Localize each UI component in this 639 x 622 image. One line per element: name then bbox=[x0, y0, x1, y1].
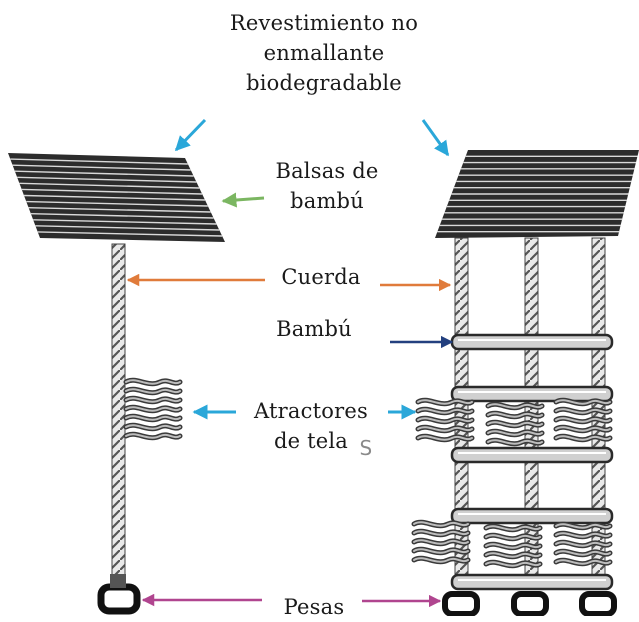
left-weight bbox=[97, 583, 141, 615]
left-bamboo-raft bbox=[8, 153, 225, 242]
label-balsas-de-bambu: Balsas de bambú bbox=[275, 159, 379, 213]
arrow-balsas-left bbox=[221, 192, 265, 208]
right-bamboo-raft bbox=[435, 150, 639, 238]
arrow-revestimiento-right bbox=[421, 119, 450, 157]
label-revestimiento: Revestimiento no enmallante biodegradabl… bbox=[229, 11, 419, 95]
right-weights bbox=[442, 591, 617, 617]
right-cloth-attractors bbox=[411, 397, 613, 569]
label-atractores-de-tela: Atractores de tela bbox=[254, 399, 368, 453]
left-cloth-attractors bbox=[123, 377, 183, 441]
left-rope bbox=[111, 243, 126, 580]
label-cuerda: Cuerda bbox=[281, 265, 361, 289]
label-pesas: Pesas bbox=[283, 595, 345, 619]
label-stray-s: S bbox=[359, 436, 373, 460]
arrow-revestimiento-left bbox=[174, 118, 207, 152]
label-bambu: Bambú bbox=[276, 317, 352, 341]
